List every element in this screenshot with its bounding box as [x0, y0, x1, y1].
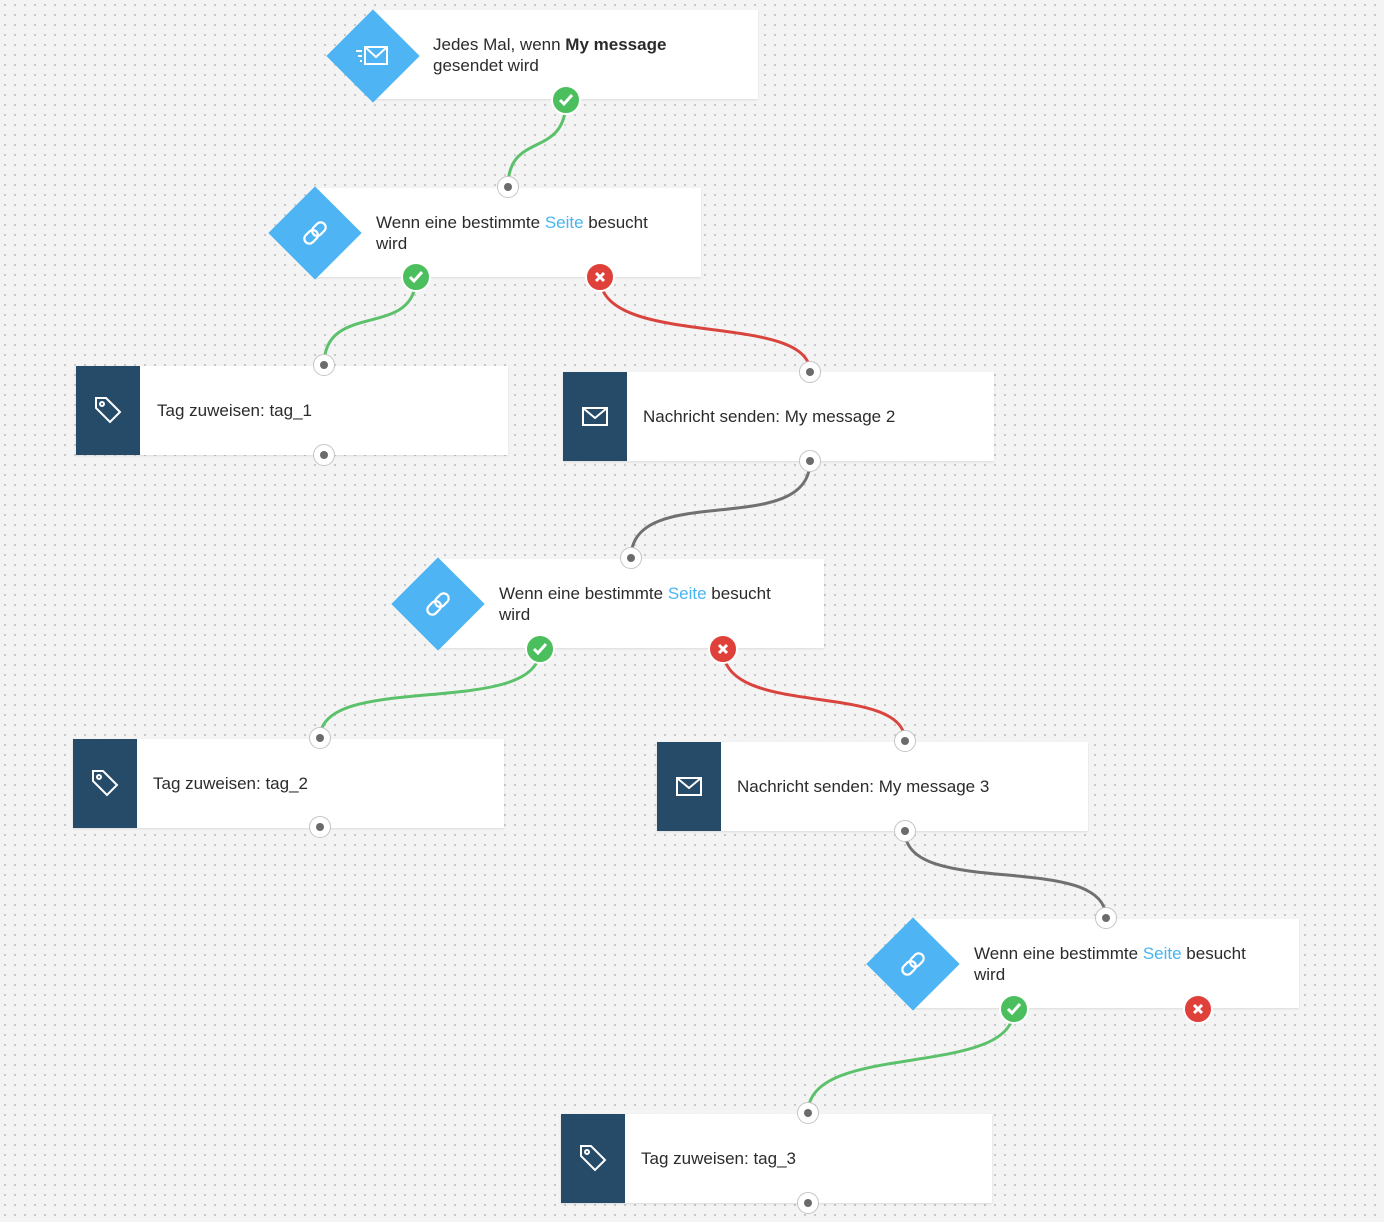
action-icon-box-tag-1: [76, 366, 140, 455]
close-icon: [717, 643, 729, 655]
condition-1-input-port[interactable]: [497, 176, 519, 198]
action-icon-box-message-3: [657, 742, 721, 831]
condition-text-line2: wird: [499, 605, 531, 624]
condition-card-1[interactable]: Wenn eine bestimmte Seite besucht wird: [315, 188, 701, 277]
tag-icon: [92, 770, 119, 797]
action-tag-3-output-port[interactable]: [797, 1192, 819, 1214]
tag-icon: [580, 1145, 607, 1172]
start-message-name[interactable]: My message: [565, 35, 667, 54]
action-card-message-2[interactable]: Nachricht senden: My message 2: [563, 372, 994, 461]
condition-1-yes-badge[interactable]: [401, 262, 431, 292]
condition-text-3: Wenn eine bestimmte Seite besucht wird: [974, 943, 1294, 985]
check-icon: [1006, 1003, 1022, 1016]
action-label: Nachricht senden: My message 3: [737, 777, 990, 796]
condition-page-link[interactable]: Seite: [1142, 944, 1182, 963]
action-tag-3-input-port[interactable]: [797, 1102, 819, 1124]
start-success-badge[interactable]: [551, 85, 581, 115]
condition-text-line2: wird: [376, 234, 408, 253]
wire-condition-3-yes: [806, 1008, 1016, 1114]
condition-text-after: besucht: [583, 213, 648, 232]
check-icon: [408, 271, 424, 284]
wire-condition-1-yes: [322, 276, 418, 366]
condition-page-link[interactable]: Seite: [544, 213, 584, 232]
condition-text-1: Wenn eine bestimmte Seite besucht wird: [376, 212, 696, 254]
email-send-icon: [356, 46, 388, 65]
envelope-icon: [582, 407, 608, 426]
action-tag-1-input-port[interactable]: [313, 354, 335, 376]
action-card-tag-3[interactable]: Tag zuweisen: tag_3: [561, 1114, 992, 1203]
condition-1-no-badge[interactable]: [585, 262, 615, 292]
condition-2-input-port[interactable]: [620, 547, 642, 569]
condition-text-2: Wenn eine bestimmte Seite besucht wird: [499, 583, 819, 625]
action-label: Tag zuweisen: tag_2: [153, 774, 308, 793]
action-message-3-input-port[interactable]: [894, 730, 916, 752]
condition-text-before: Wenn eine bestimmte: [974, 944, 1143, 963]
condition-text-after: besucht: [706, 584, 771, 603]
wire-condition-1-no: [598, 276, 812, 373]
start-trigger-card[interactable]: Jedes Mal, wenn My message gesendet wird: [372, 10, 758, 99]
action-message-2-input-port[interactable]: [799, 361, 821, 383]
condition-3-input-port[interactable]: [1095, 907, 1117, 929]
wire-start-to-condition-1: [506, 99, 568, 188]
action-icon-box-message-2: [563, 372, 627, 461]
condition-text-before: Wenn eine bestimmte: [499, 584, 668, 603]
wire-condition-2-yes: [318, 648, 542, 739]
condition-card-3[interactable]: Wenn eine bestimmte Seite besucht wird: [913, 919, 1299, 1008]
action-card-tag-1[interactable]: Tag zuweisen: tag_1: [76, 366, 508, 455]
check-icon: [558, 94, 574, 107]
envelope-icon: [676, 777, 702, 796]
start-text-before: Jedes Mal, wenn: [433, 35, 566, 54]
condition-text-after: besucht: [1181, 944, 1246, 963]
action-card-tag-2[interactable]: Tag zuweisen: tag_2: [73, 739, 504, 828]
condition-3-no-badge[interactable]: [1183, 994, 1213, 1024]
close-icon: [1192, 1003, 1204, 1015]
action-tag-2-input-port[interactable]: [309, 727, 331, 749]
link-icon: [901, 952, 925, 976]
action-tag-1-output-port[interactable]: [313, 444, 335, 466]
link-icon: [303, 221, 327, 245]
action-label: Nachricht senden: My message 2: [643, 407, 896, 426]
action-label: Tag zuweisen: tag_3: [641, 1149, 796, 1168]
condition-text-line2: wird: [974, 965, 1006, 984]
condition-page-link[interactable]: Seite: [667, 584, 707, 603]
wire-message-2-to-condition-2: [629, 460, 812, 559]
action-icon-box-tag-2: [73, 739, 137, 828]
tag-icon: [95, 397, 122, 424]
condition-card-2[interactable]: Wenn eine bestimmte Seite besucht wird: [438, 559, 824, 648]
condition-2-yes-badge[interactable]: [525, 634, 555, 664]
condition-text-before: Wenn eine bestimmte: [376, 213, 545, 232]
check-icon: [532, 643, 548, 656]
start-text-after: gesendet wird: [433, 56, 539, 75]
start-trigger-text: Jedes Mal, wenn My message gesendet wird: [433, 34, 753, 76]
condition-2-no-badge[interactable]: [708, 634, 738, 664]
action-message-2-output-port[interactable]: [799, 450, 821, 472]
action-card-message-3[interactable]: Nachricht senden: My message 3: [657, 742, 1088, 831]
link-icon: [426, 592, 450, 616]
action-tag-2-output-port[interactable]: [309, 816, 331, 838]
wire-condition-2-no: [721, 648, 907, 742]
action-label: Tag zuweisen: tag_1: [157, 401, 312, 420]
action-message-3-output-port[interactable]: [894, 820, 916, 842]
wire-message-3-to-condition-3: [903, 830, 1108, 919]
close-icon: [594, 271, 606, 283]
condition-3-yes-badge[interactable]: [999, 994, 1029, 1024]
action-icon-box-tag-3: [561, 1114, 625, 1203]
